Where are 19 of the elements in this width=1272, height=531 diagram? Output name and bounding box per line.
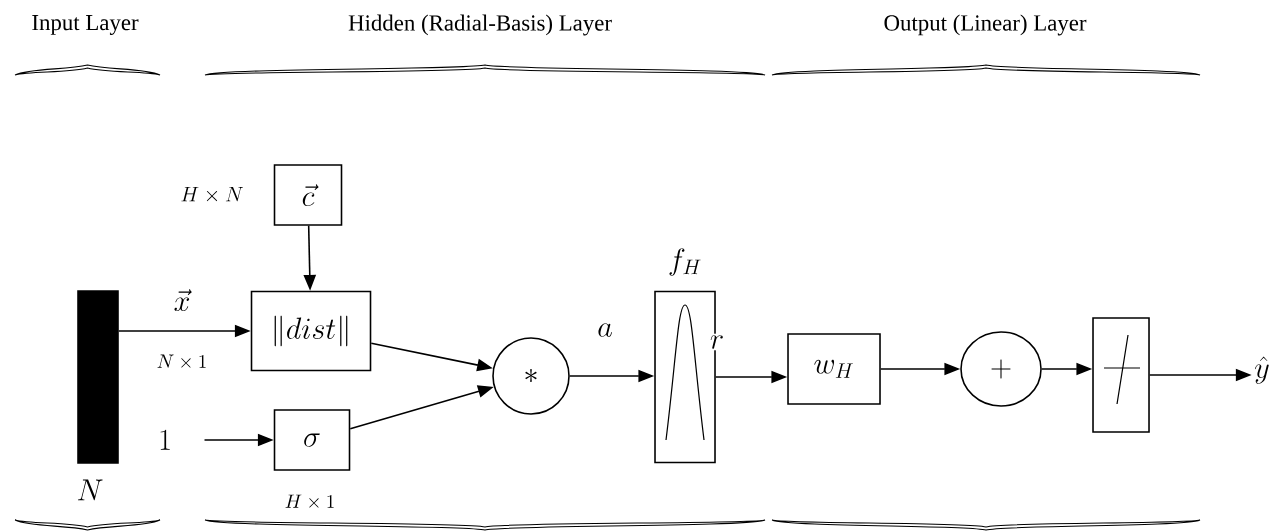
edge-label: $r$ xyxy=(708,333,726,351)
distance-box: $\|dist\|$ xyxy=(250,290,372,372)
layer-title: Hidden (Radial-Basis) Layer xyxy=(348,14,612,36)
dimension-label: $f_H$ xyxy=(669,248,701,276)
spread-box: $\sigma$ xyxy=(273,409,351,471)
dimension-label: $N$ xyxy=(77,479,103,501)
edge-label: $a$ xyxy=(595,321,615,339)
dimension-label: $N \times 1$ xyxy=(157,354,206,368)
dimension-label: $H \times N$ xyxy=(181,186,243,202)
linear-box xyxy=(1092,317,1150,433)
layer-title: Output (Linear) Layer xyxy=(884,14,1087,36)
input-value: $1$ xyxy=(160,429,170,450)
input-bar xyxy=(77,290,119,464)
center-box: $\vec{c}$ xyxy=(273,164,343,226)
dimension-label: $H \times 1$ xyxy=(285,494,334,508)
edge-label: $\vec{x}$ xyxy=(171,287,193,313)
weight-box: $w_H$ xyxy=(787,333,881,405)
layer-title: Input Layer xyxy=(32,15,139,35)
output-symbol: $\hat{y}$ xyxy=(1255,356,1269,384)
